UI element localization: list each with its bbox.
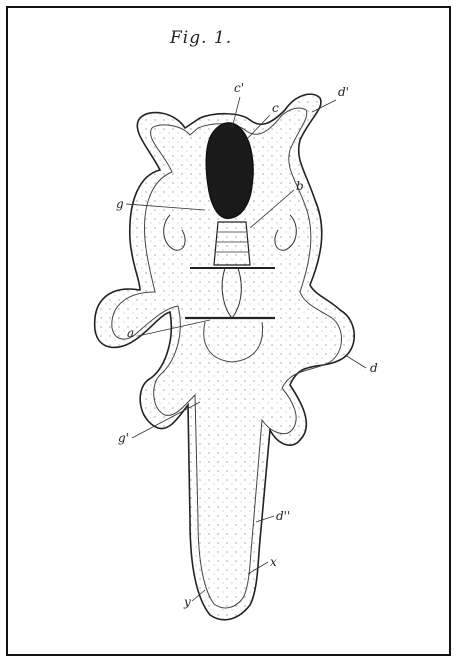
label-d-double-prime: d'' xyxy=(276,509,290,523)
label-x: x xyxy=(270,555,277,569)
label-y: y xyxy=(183,595,191,609)
dark-mass xyxy=(206,123,253,218)
label-g-prime: g' xyxy=(118,431,129,445)
label-a: a xyxy=(127,326,134,340)
label-g: g xyxy=(116,197,124,211)
label-d: d xyxy=(370,361,378,375)
label-d-prime: d' xyxy=(338,85,349,99)
leader-d xyxy=(345,355,366,368)
label-c-prime: c' xyxy=(234,81,244,95)
label-c: c xyxy=(272,101,279,115)
label-b: b xyxy=(296,179,304,193)
